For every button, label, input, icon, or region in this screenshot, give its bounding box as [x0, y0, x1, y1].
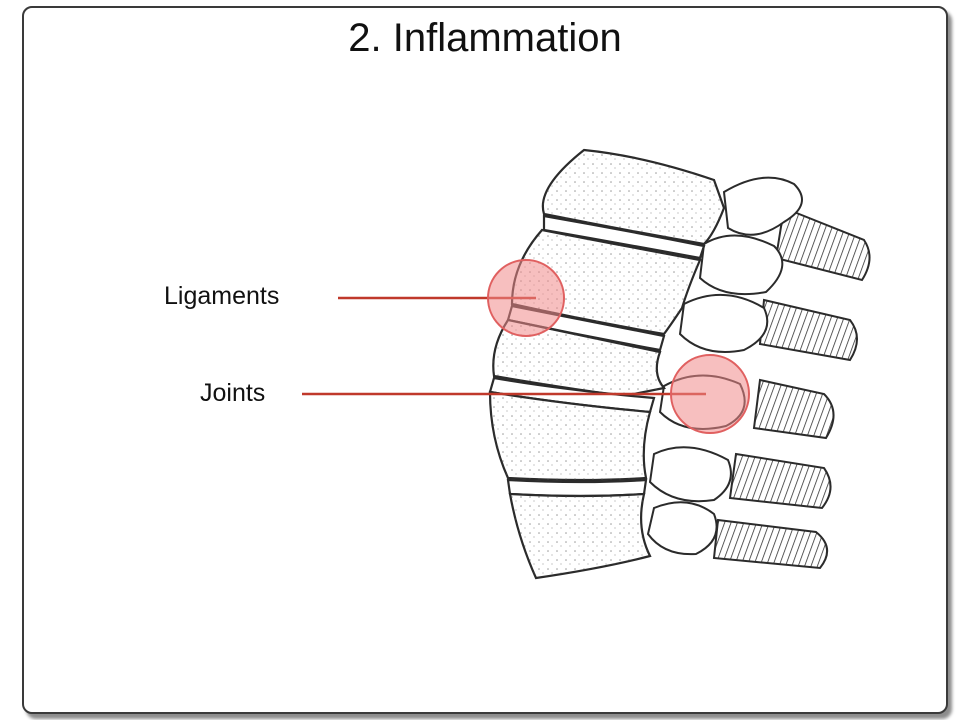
facet-5	[648, 446, 732, 503]
vertebra-5-shade	[510, 494, 650, 578]
spine-illustration	[302, 148, 871, 580]
facet-1	[722, 176, 803, 236]
vertebra-3-shade	[493, 320, 664, 396]
facet-6	[646, 501, 718, 556]
spinous-process-4	[728, 452, 832, 510]
vertebra-1-shade	[542, 150, 724, 244]
joints-inflammation-highlight	[670, 354, 750, 434]
slide-title: 2. Inflammation	[348, 16, 622, 60]
facet-3	[678, 294, 769, 353]
spinous-process-2	[758, 298, 858, 362]
spinous-processes	[712, 206, 871, 570]
facet-2	[698, 234, 784, 296]
disc-4	[506, 478, 648, 498]
label-ligaments: Ligaments	[164, 282, 280, 310]
slide-frame: 2. Inflammation	[22, 6, 948, 714]
spinous-process-5	[712, 518, 828, 570]
ligaments-inflammation-highlight	[487, 259, 565, 337]
vertebra-4-shade	[490, 392, 650, 480]
spinous-process-1	[774, 206, 871, 282]
spinous-process-3	[752, 378, 835, 440]
label-joints: Joints	[200, 379, 266, 407]
